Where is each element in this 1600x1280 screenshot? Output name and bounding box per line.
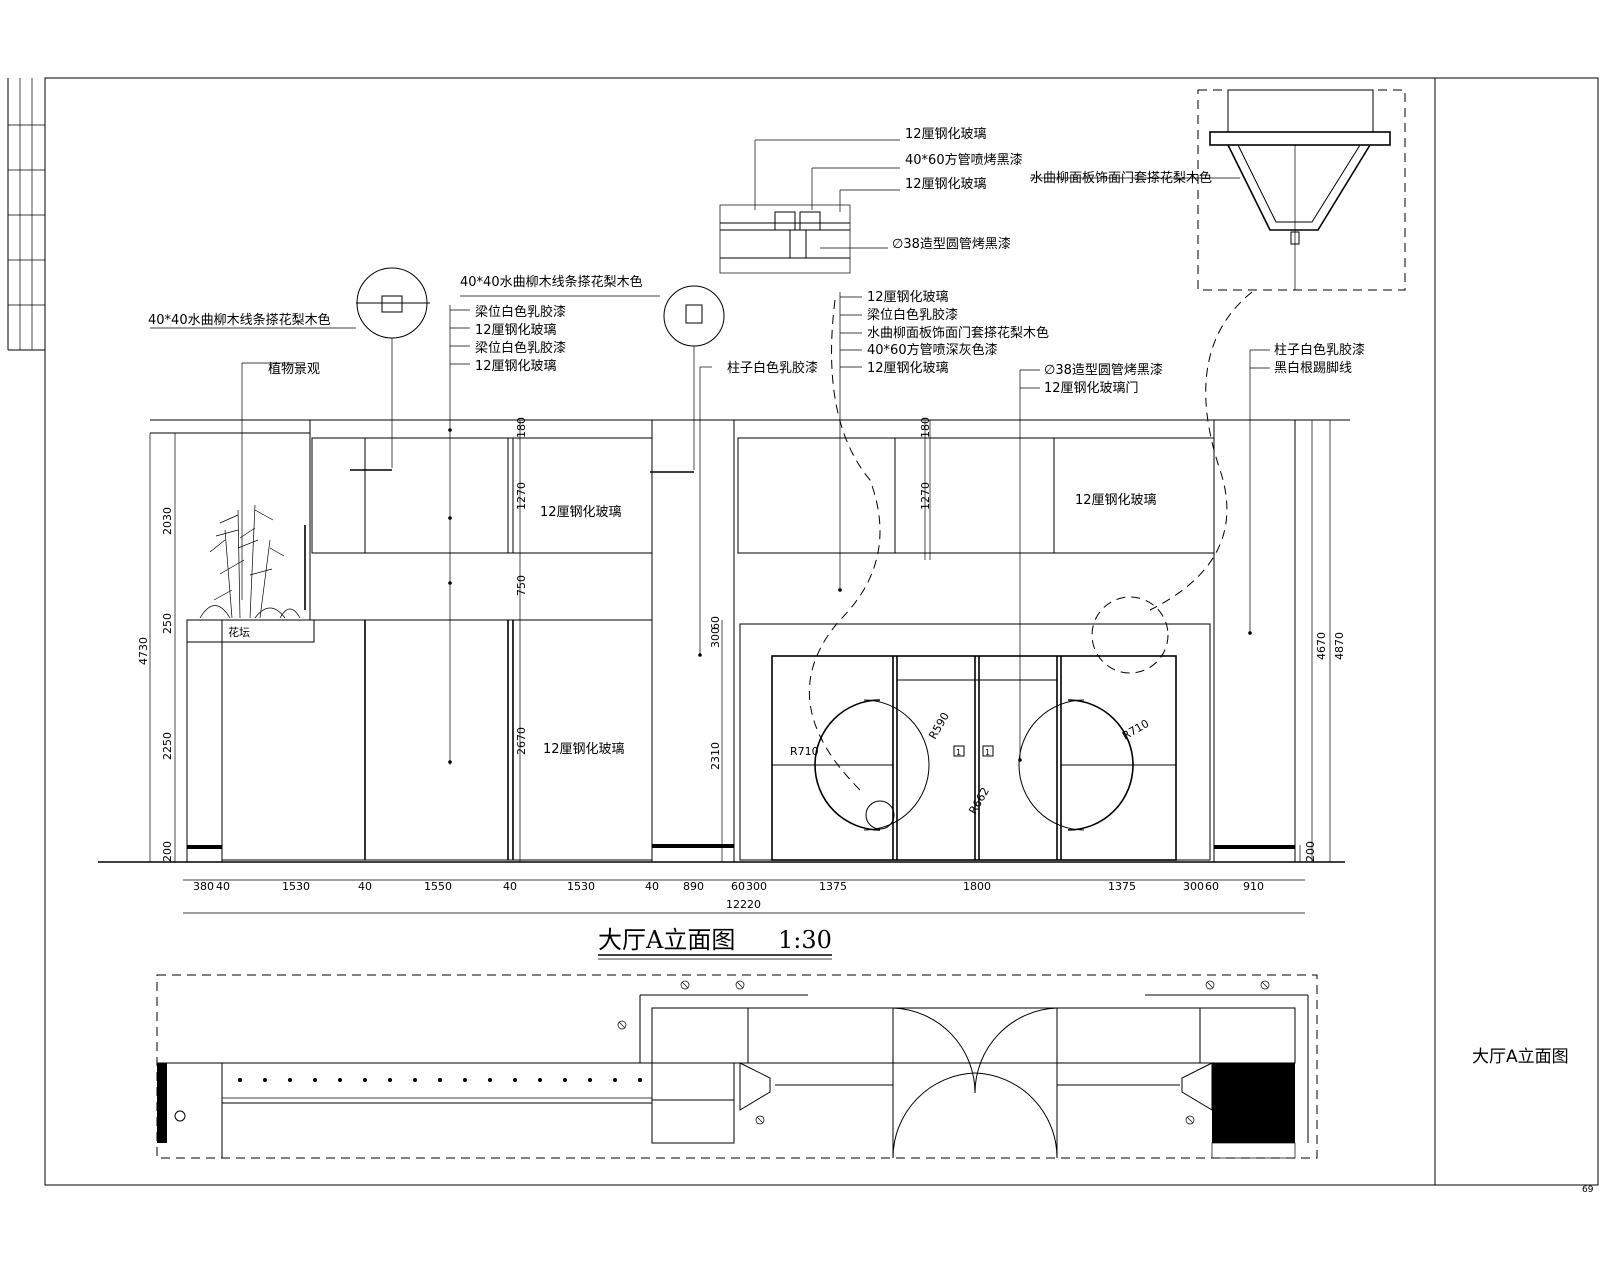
dim-left-1: 250 (161, 613, 174, 634)
drawing-title-text: 大厅A立面图 (598, 926, 735, 954)
detail-label-strip-left: 40*40水曲柳木线条搽花梨木色 (148, 312, 331, 328)
dim-right-mid-1: 1270 (919, 482, 932, 510)
dim-right-2: 200 (1304, 841, 1317, 862)
drawing-scale: 1:30 (778, 926, 832, 954)
dim-bottom-16: 910 (1243, 880, 1264, 893)
left-callout-2: 12厘钢化玻璃 (475, 323, 557, 338)
dim-total: 12220 (726, 898, 761, 911)
title-block-strip (8, 78, 45, 350)
dim-bottom-10: 300 (746, 880, 767, 893)
plant-graphic (199, 504, 306, 619)
dim-bottom-11: 1375 (819, 880, 847, 893)
radius-label-1: R710 (790, 745, 819, 758)
left-callout-1: 梁位白色乳胶漆 (475, 304, 566, 320)
radius-label-3: R662 (966, 785, 992, 816)
center-callout-5: 12厘钢化玻璃 (867, 361, 949, 376)
dim-bottom-15: 60 (1205, 880, 1219, 893)
dim-left-3: 200 (161, 841, 174, 862)
dim-bottom-5: 40 (503, 880, 517, 893)
dim-bottom-0: 380 (193, 880, 214, 893)
dim-right-mid-2: 2310 (709, 742, 722, 770)
dim-bottom-14: 300 (1183, 880, 1204, 893)
center-callout-1: 12厘钢化玻璃 (867, 290, 949, 305)
detail-tube-section (719, 139, 900, 274)
planter-label: 花坛 (228, 626, 250, 639)
dim-bottom-4: 1550 (424, 880, 452, 893)
callout-leaders (448, 292, 1270, 765)
dim-bottom-1: 40 (216, 880, 230, 893)
dim-left-0: 2030 (161, 507, 174, 535)
dim-bottom-6: 1530 (567, 880, 595, 893)
dim-bottom-13: 1375 (1108, 880, 1136, 893)
plan-view (156, 974, 1318, 1159)
pipe-callout-1: ∅38造型圆管烤黑漆 (1044, 362, 1163, 378)
panel-label-upper-right: 12厘钢化玻璃 (1075, 493, 1157, 508)
detail-label-pipe: ∅38造型圆管烤黑漆 (892, 236, 1011, 252)
radius-label-4: R710 (1120, 717, 1151, 743)
dim-right-1: 4870 (1333, 632, 1346, 660)
plants-label: 植物景观 (268, 362, 320, 377)
corner-mark: 69 (1582, 1185, 1594, 1195)
panel-label-lower-left: 12厘钢化玻璃 (543, 742, 625, 757)
dim-small-60: 60 (709, 616, 722, 630)
door-mark-left: 1 (956, 748, 961, 757)
left-callout-3: 梁位白色乳胶漆 (475, 340, 566, 356)
detail-label-tube: 40*60方管喷烤黑漆 (905, 152, 1023, 168)
dim-bottom-3: 40 (358, 880, 372, 893)
detail-label-wood-trim: 水曲柳面板饰面门套搽花梨木色 (1030, 170, 1212, 186)
plan-markers (617, 980, 1270, 1125)
door-mark-right: 1 (985, 748, 990, 757)
panel-label-upper-left: 12厘钢化玻璃 (540, 505, 622, 520)
right-callout-1: 柱子白色乳胶漆 (1274, 342, 1365, 358)
detail-ceiling-section (1030, 89, 1406, 291)
dim-left-2: 2250 (161, 732, 174, 760)
dim-mid-3: 2670 (515, 727, 528, 755)
dim-bottom-9: 60 (731, 880, 745, 893)
dim-bottom-7: 40 (645, 880, 659, 893)
dim-bottom-12: 1800 (963, 880, 991, 893)
radius-label-2: R590 (926, 710, 952, 741)
detail-label-strip-right: 40*40水曲柳木线条搽花梨木色 (460, 274, 643, 290)
drawing-title: 大厅A立面图 1:30 (598, 926, 832, 960)
center-callout-3: 水曲柳面板饰面门套搽花梨木色 (867, 325, 1049, 341)
dimension-lines (149, 420, 1331, 914)
dim-small-300: 300 (709, 627, 722, 648)
center-callout-4: 40*60方管喷深灰色漆 (867, 342, 998, 358)
plan-dots (238, 1078, 642, 1082)
pipe-callout-2: 12厘钢化玻璃门 (1044, 381, 1139, 396)
dim-right-0: 4670 (1315, 632, 1328, 660)
dim-bottom-2: 1530 (282, 880, 310, 893)
detail-label-glass-2: 12厘钢化玻璃 (905, 177, 987, 192)
detail-label-glass-1: 12厘钢化玻璃 (905, 127, 987, 142)
dim-bottom-8: 890 (683, 880, 704, 893)
detail-strip-circles (150, 267, 725, 600)
sheet-title: 大厅A立面图 (1472, 1047, 1569, 1067)
center-callout-2: 梁位白色乳胶漆 (867, 307, 958, 323)
dim-left-total: 4730 (137, 637, 150, 665)
dim-mid-1: 1270 (515, 482, 528, 510)
left-callout-4: 12厘钢化玻璃 (475, 359, 557, 374)
column-callout: 柱子白色乳胶漆 (727, 360, 818, 376)
dashed-leaders (809, 291, 1253, 791)
elevation-view: 1 1 (98, 291, 1350, 863)
right-callout-2: 黑白根踢脚线 (1274, 360, 1352, 376)
dim-mid-2: 750 (515, 575, 528, 596)
dim-right-mid-0: 180 (919, 417, 932, 438)
dim-mid-0: 180 (515, 417, 528, 438)
